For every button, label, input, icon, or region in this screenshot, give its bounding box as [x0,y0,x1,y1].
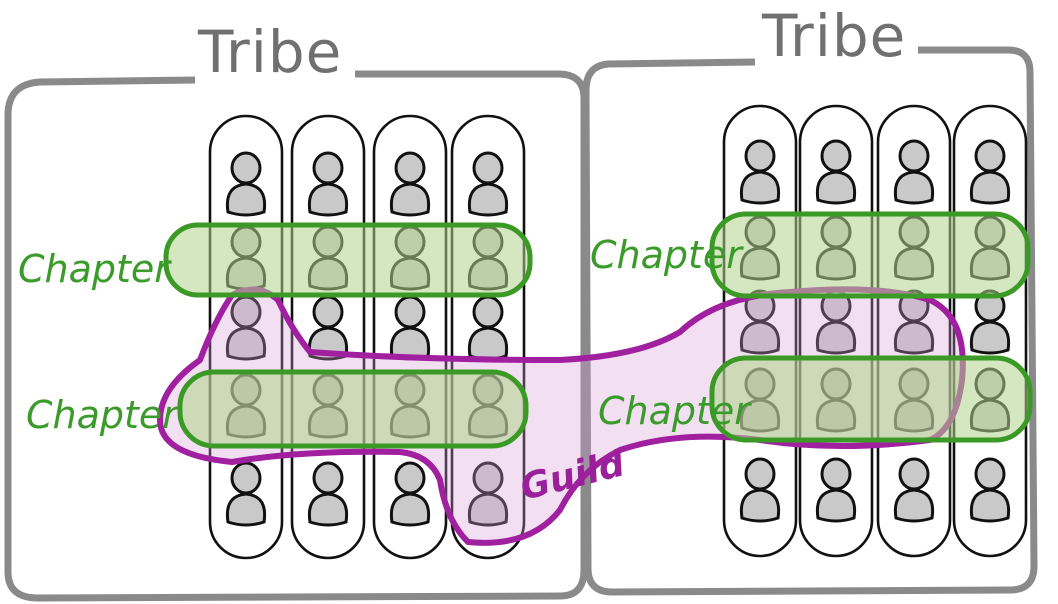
chapter-band-left-2 [177,369,529,449]
person-icon [815,457,857,523]
person-icon [969,139,1011,205]
person-icon [389,151,431,217]
person-icon [815,139,857,205]
person-icon [225,461,267,527]
tribe-left-title: Tribe [197,18,342,86]
chapter-label-left-1: Chapter [18,247,172,291]
tribe-left-box [4,70,588,602]
chapter-label-right-2: Chapter [598,389,752,433]
chapter-label-left-2: Chapter [26,393,180,437]
tribe-right: Tribe [582,2,1038,596]
chapters [163,211,1033,449]
person-icon [467,295,509,361]
tribe-right-title: Tribe [761,2,906,70]
person-icon [389,295,431,361]
person-icon [307,151,349,217]
person-icon [893,457,935,523]
person-icon [739,457,781,523]
person-icon [969,457,1011,523]
person-icon [225,151,267,217]
person-icon [739,139,781,205]
person-icon [467,461,509,527]
person-icon [389,461,431,527]
person-icon [893,139,935,205]
chapter-label-right-1: Chapter [590,233,744,277]
guild-outline [157,286,966,546]
tribe-left: Tribe [4,18,588,602]
person-icon [467,151,509,217]
chapter-band-right-1 [709,211,1031,299]
person-icon [307,461,349,527]
tribe-right-box [582,46,1038,596]
chapter-band-right-2 [709,355,1033,443]
chapter-band-left-1 [163,222,533,298]
person-icon [225,295,267,361]
